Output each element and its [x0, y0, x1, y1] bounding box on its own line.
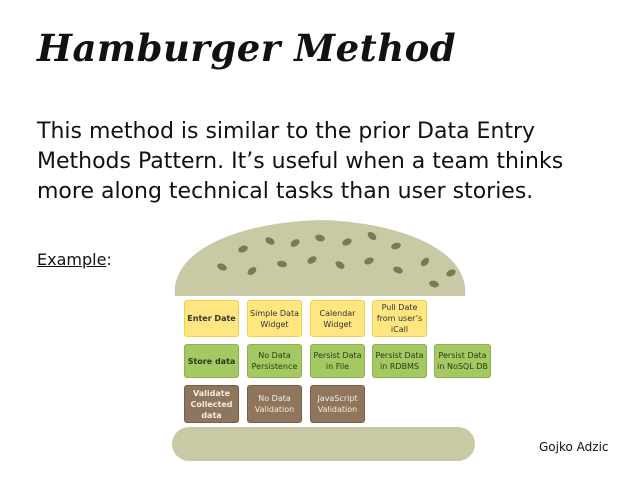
- card-persist-data-nosql: Persist Data in NoSQL DB: [434, 344, 491, 378]
- seed: [420, 257, 430, 267]
- sesame-seeds: [217, 231, 456, 288]
- card-javascript-validation: JavaScript Validation: [310, 385, 365, 423]
- example-heading: Example:: [37, 250, 112, 269]
- seed: [446, 269, 456, 277]
- card-no-data-validation: No Data Validation: [247, 385, 302, 423]
- seed: [367, 231, 377, 241]
- card-simple-data-widget: Simple Data Widget: [247, 300, 302, 337]
- seed: [391, 242, 401, 250]
- seed: [238, 245, 248, 253]
- seed: [217, 263, 227, 271]
- card-no-data-persistence: No Data Persistence: [247, 344, 302, 378]
- seed: [307, 256, 317, 264]
- card-enter-date: Enter Date: [184, 300, 239, 337]
- example-colon: :: [106, 250, 112, 269]
- seed: [429, 280, 439, 288]
- seed: [247, 266, 257, 276]
- card-validate-collected-data: Validate Collected data: [184, 385, 239, 423]
- seed: [277, 260, 287, 268]
- card-calendar-widget: Calendar Widget: [310, 300, 365, 337]
- seed: [335, 261, 345, 269]
- seed: [364, 257, 374, 265]
- bottom-bun: [172, 427, 475, 461]
- seed: [315, 234, 325, 242]
- card-persist-data-rdbms: Persist Data in RDBMS: [372, 344, 427, 378]
- seed: [265, 237, 275, 245]
- card-persist-data-file: Persist Data in File: [310, 344, 365, 378]
- slide-body-text: This method is similar to the prior Data…: [37, 119, 564, 204]
- seed: [342, 238, 352, 246]
- seed: [290, 239, 300, 247]
- slide-title: Hamburger Method: [37, 26, 457, 70]
- card-pull-date-ical: Pull Date from user’s iCall: [372, 300, 427, 337]
- example-label: Example: [37, 250, 107, 269]
- card-store-data: Store data: [184, 344, 239, 378]
- author-credit: Gojko Adzic: [539, 440, 609, 454]
- seed: [393, 266, 403, 274]
- top-bun: [174, 220, 466, 296]
